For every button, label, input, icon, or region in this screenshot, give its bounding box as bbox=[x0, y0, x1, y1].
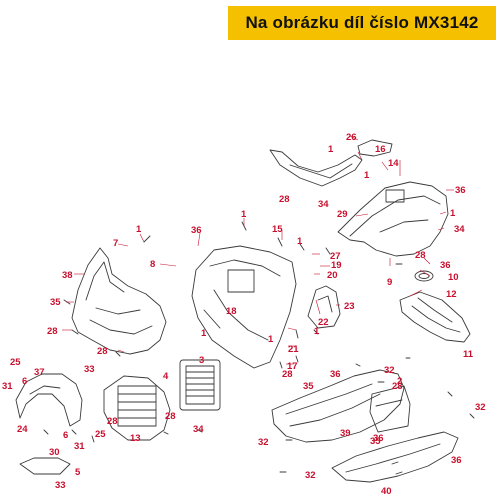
callout-label: 11 bbox=[463, 349, 474, 360]
part-number-banner: Na obrázku díl číslo MX3142 bbox=[228, 6, 496, 40]
callout-label: 8 bbox=[150, 259, 155, 270]
callout-label: 37 bbox=[34, 367, 45, 378]
callout-label: 40 bbox=[381, 486, 392, 497]
callout-label: 30 bbox=[49, 447, 60, 458]
part-40-bottom-cover bbox=[331, 431, 459, 483]
callout-label: 25 bbox=[95, 429, 106, 440]
callout-label: 13 bbox=[130, 433, 141, 444]
callout-label: 28 bbox=[47, 326, 58, 337]
callout-label: 27 bbox=[330, 251, 341, 262]
callout-label: 28 bbox=[282, 369, 293, 380]
callout-label: 21 bbox=[288, 344, 299, 355]
part-14-side-panel bbox=[337, 181, 449, 257]
callout-label: 18 bbox=[226, 306, 237, 317]
callout-label: 28 bbox=[97, 346, 108, 357]
callout-label: 36 bbox=[440, 260, 451, 271]
callout-label: 10 bbox=[448, 272, 459, 283]
callout-label: 15 bbox=[272, 224, 283, 235]
callout-label: 17 bbox=[287, 361, 298, 372]
part-26-cover-plate bbox=[357, 139, 393, 157]
callout-label: 1 bbox=[201, 328, 207, 339]
part-2-side-plate bbox=[369, 385, 411, 433]
callout-label: 34 bbox=[193, 424, 204, 435]
callout-label: 35 bbox=[370, 436, 381, 447]
callout-label: 9 bbox=[387, 277, 392, 288]
callout-label: 2 bbox=[397, 376, 402, 387]
callout-label: 24 bbox=[17, 424, 28, 435]
callout-label: 36 bbox=[330, 369, 341, 380]
callout-label: 12 bbox=[446, 289, 457, 300]
callout-label: 20 bbox=[327, 270, 338, 281]
callout-label: 33 bbox=[84, 364, 95, 375]
callout-label: 14 bbox=[388, 158, 399, 169]
callout-label: 7 bbox=[113, 238, 118, 249]
part-23-trim-piece bbox=[307, 285, 341, 329]
part-16-upper-inner-strip bbox=[269, 149, 363, 187]
callout-label: 29 bbox=[337, 209, 348, 220]
callout-label: 35 bbox=[50, 297, 61, 308]
callout-label: 38 bbox=[62, 270, 73, 281]
callout-label: 1 bbox=[450, 208, 456, 219]
part-5-fender-flap bbox=[19, 457, 71, 475]
callout-label: 35 bbox=[303, 381, 314, 392]
callout-label: 1 bbox=[328, 144, 334, 155]
part-36-inner-frame-panel bbox=[191, 245, 297, 369]
callout-label: 36 bbox=[191, 225, 202, 236]
callout-label: 34 bbox=[454, 224, 465, 235]
callout-label: 32 bbox=[258, 437, 269, 448]
callout-numbers: 1 1 1 1 1 1 1 1 1 2 3 4 5 6 6 7 8 9 10 1… bbox=[2, 132, 486, 497]
callout-label: 6 bbox=[63, 430, 68, 441]
callout-label: 1 bbox=[268, 334, 274, 345]
callout-label: 1 bbox=[241, 209, 247, 220]
part-37-front-fender bbox=[15, 373, 83, 427]
part-39-lower-side-cover bbox=[271, 369, 405, 443]
callout-label: 32 bbox=[475, 402, 486, 413]
banner-title: Na obrázku díl číslo MX3142 bbox=[245, 13, 479, 32]
callout-label: 1 bbox=[314, 326, 320, 337]
callout-label: 32 bbox=[384, 365, 395, 376]
part-10-grommet bbox=[414, 270, 434, 282]
part-38-front-shield bbox=[71, 247, 167, 355]
callout-label: 6 bbox=[22, 376, 27, 387]
part-3-radiator-grille bbox=[179, 359, 221, 411]
callout-label: 19 bbox=[331, 260, 342, 271]
callout-label: 36 bbox=[373, 433, 384, 444]
callout-label: 31 bbox=[74, 441, 85, 452]
callout-label: 31 bbox=[2, 381, 13, 392]
callout-label: 1 bbox=[297, 236, 303, 247]
callout-label: 1 bbox=[364, 170, 370, 181]
callout-label: 16 bbox=[375, 144, 386, 155]
leader-lines bbox=[62, 135, 454, 365]
part-13-lower-front-cover bbox=[103, 375, 171, 441]
callout-label: 4 bbox=[163, 371, 169, 382]
callout-label: 36 bbox=[455, 185, 466, 196]
callout-label: 34 bbox=[318, 199, 329, 210]
callout-label: 28 bbox=[415, 250, 426, 261]
callout-label: 22 bbox=[318, 317, 329, 328]
callout-label: 28 bbox=[279, 194, 290, 205]
callout-label: 1 bbox=[136, 224, 142, 235]
callout-label: 28 bbox=[165, 411, 176, 422]
callout-label: 33 bbox=[55, 480, 66, 491]
callout-label: 28 bbox=[107, 416, 118, 427]
callout-label: 5 bbox=[75, 467, 81, 478]
callout-label: 3 bbox=[199, 355, 204, 366]
callout-label: 23 bbox=[344, 301, 355, 312]
callout-label: 39 bbox=[340, 428, 351, 439]
callout-label: 32 bbox=[305, 470, 316, 481]
callout-label: 36 bbox=[451, 455, 462, 466]
callout-label: 26 bbox=[346, 132, 357, 143]
part-12-floor-board bbox=[399, 291, 471, 343]
callout-label: 25 bbox=[10, 357, 21, 368]
callout-label: 28 bbox=[392, 381, 403, 392]
